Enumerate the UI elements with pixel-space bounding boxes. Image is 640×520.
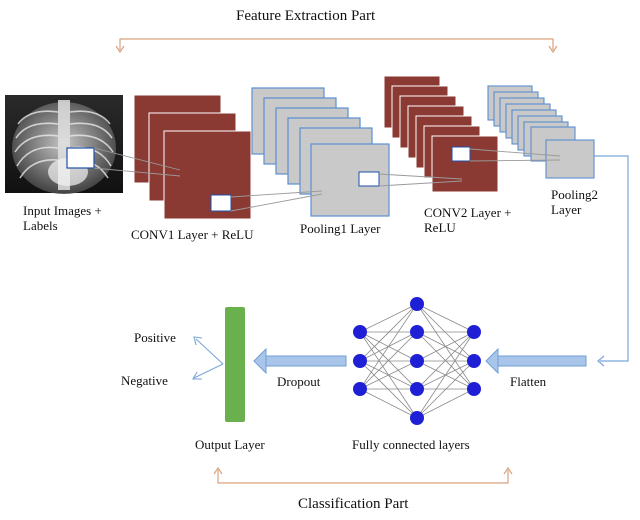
flatten-arrow <box>485 347 587 375</box>
fc-connection <box>359 303 418 390</box>
fc-connection <box>416 331 475 362</box>
receptive-field-lines <box>93 147 561 212</box>
positive-label: Positive <box>134 330 176 345</box>
fc-neuron <box>467 325 481 339</box>
fc-neuron <box>410 297 424 311</box>
pooling1-label: Pooling1 Layer <box>300 221 381 236</box>
conv1-layer-stack <box>133 94 252 220</box>
pooling2-label: Pooling2 Layer <box>551 187 598 217</box>
fc-connection <box>359 303 418 362</box>
fc-neuron <box>410 354 424 368</box>
fc-neuron <box>353 382 367 396</box>
fc-connection <box>359 303 418 333</box>
fc-connection <box>359 360 418 390</box>
fc-connection <box>416 303 475 362</box>
conv1-label: CONV1 Layer + ReLU <box>131 227 254 242</box>
fc-neuron <box>467 382 481 396</box>
fully-connected-label: Fully connected layers <box>352 437 470 452</box>
pooling1-layer-stack <box>251 87 390 217</box>
feature-extraction-title: Feature Extraction Part <box>236 8 376 24</box>
fc-connection <box>416 303 475 333</box>
pooling2-layer-stack <box>487 85 595 179</box>
classification-bracket <box>213 466 513 484</box>
classification-title: Classification Part <box>298 496 409 512</box>
fc-neuron <box>467 354 481 368</box>
conv2-label: CONV2 Layer + ReLU <box>424 205 512 235</box>
fc-connection <box>416 331 475 390</box>
output-layer-label: Output Layer <box>195 437 265 452</box>
output-arrows <box>192 336 224 380</box>
output-layer-bar <box>225 307 245 422</box>
flatten-label: Flatten <box>510 374 547 389</box>
fc-connection <box>359 388 418 419</box>
chest-xray-icon <box>5 95 123 194</box>
fc-neuron <box>353 325 367 339</box>
fc-neuron <box>410 411 424 425</box>
fc-connection <box>416 388 475 419</box>
fc-neuron <box>410 325 424 339</box>
fc-neuron <box>353 354 367 368</box>
dropout-arrow <box>253 347 347 375</box>
dropout-label: Dropout <box>277 374 321 389</box>
fc-connection <box>359 331 418 390</box>
input-images-label: Input Images + Labels <box>23 203 102 233</box>
flatten-connector <box>594 155 629 367</box>
fc-connection <box>359 360 418 419</box>
conv2-layer-stack <box>383 75 499 193</box>
feature-extraction-bracket <box>115 38 558 54</box>
fc-connection <box>416 360 475 419</box>
fc-neuron <box>410 382 424 396</box>
fully-connected-network <box>353 297 481 425</box>
negative-label: Negative <box>121 373 168 388</box>
fc-connection <box>416 331 475 419</box>
